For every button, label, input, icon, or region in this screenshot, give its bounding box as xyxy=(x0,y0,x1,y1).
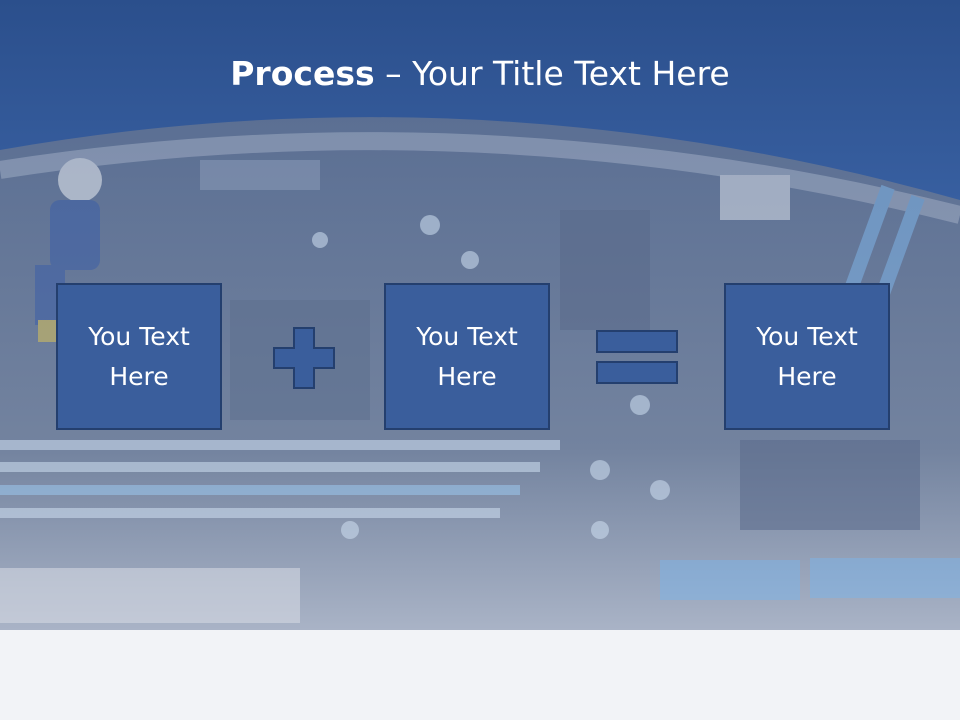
text-box-3[interactable]: You Text Here xyxy=(724,283,890,430)
title-bold: Process xyxy=(230,54,375,93)
slide-title: Process – Your Title Text Here xyxy=(0,52,960,96)
board-details xyxy=(0,132,960,623)
title-rest: – Your Title Text Here xyxy=(374,54,730,93)
text-box-1[interactable]: You Text Here xyxy=(56,283,222,430)
plus-icon xyxy=(273,327,335,389)
text-box-2[interactable]: You Text Here xyxy=(384,283,550,430)
equals-icon xyxy=(596,330,678,384)
